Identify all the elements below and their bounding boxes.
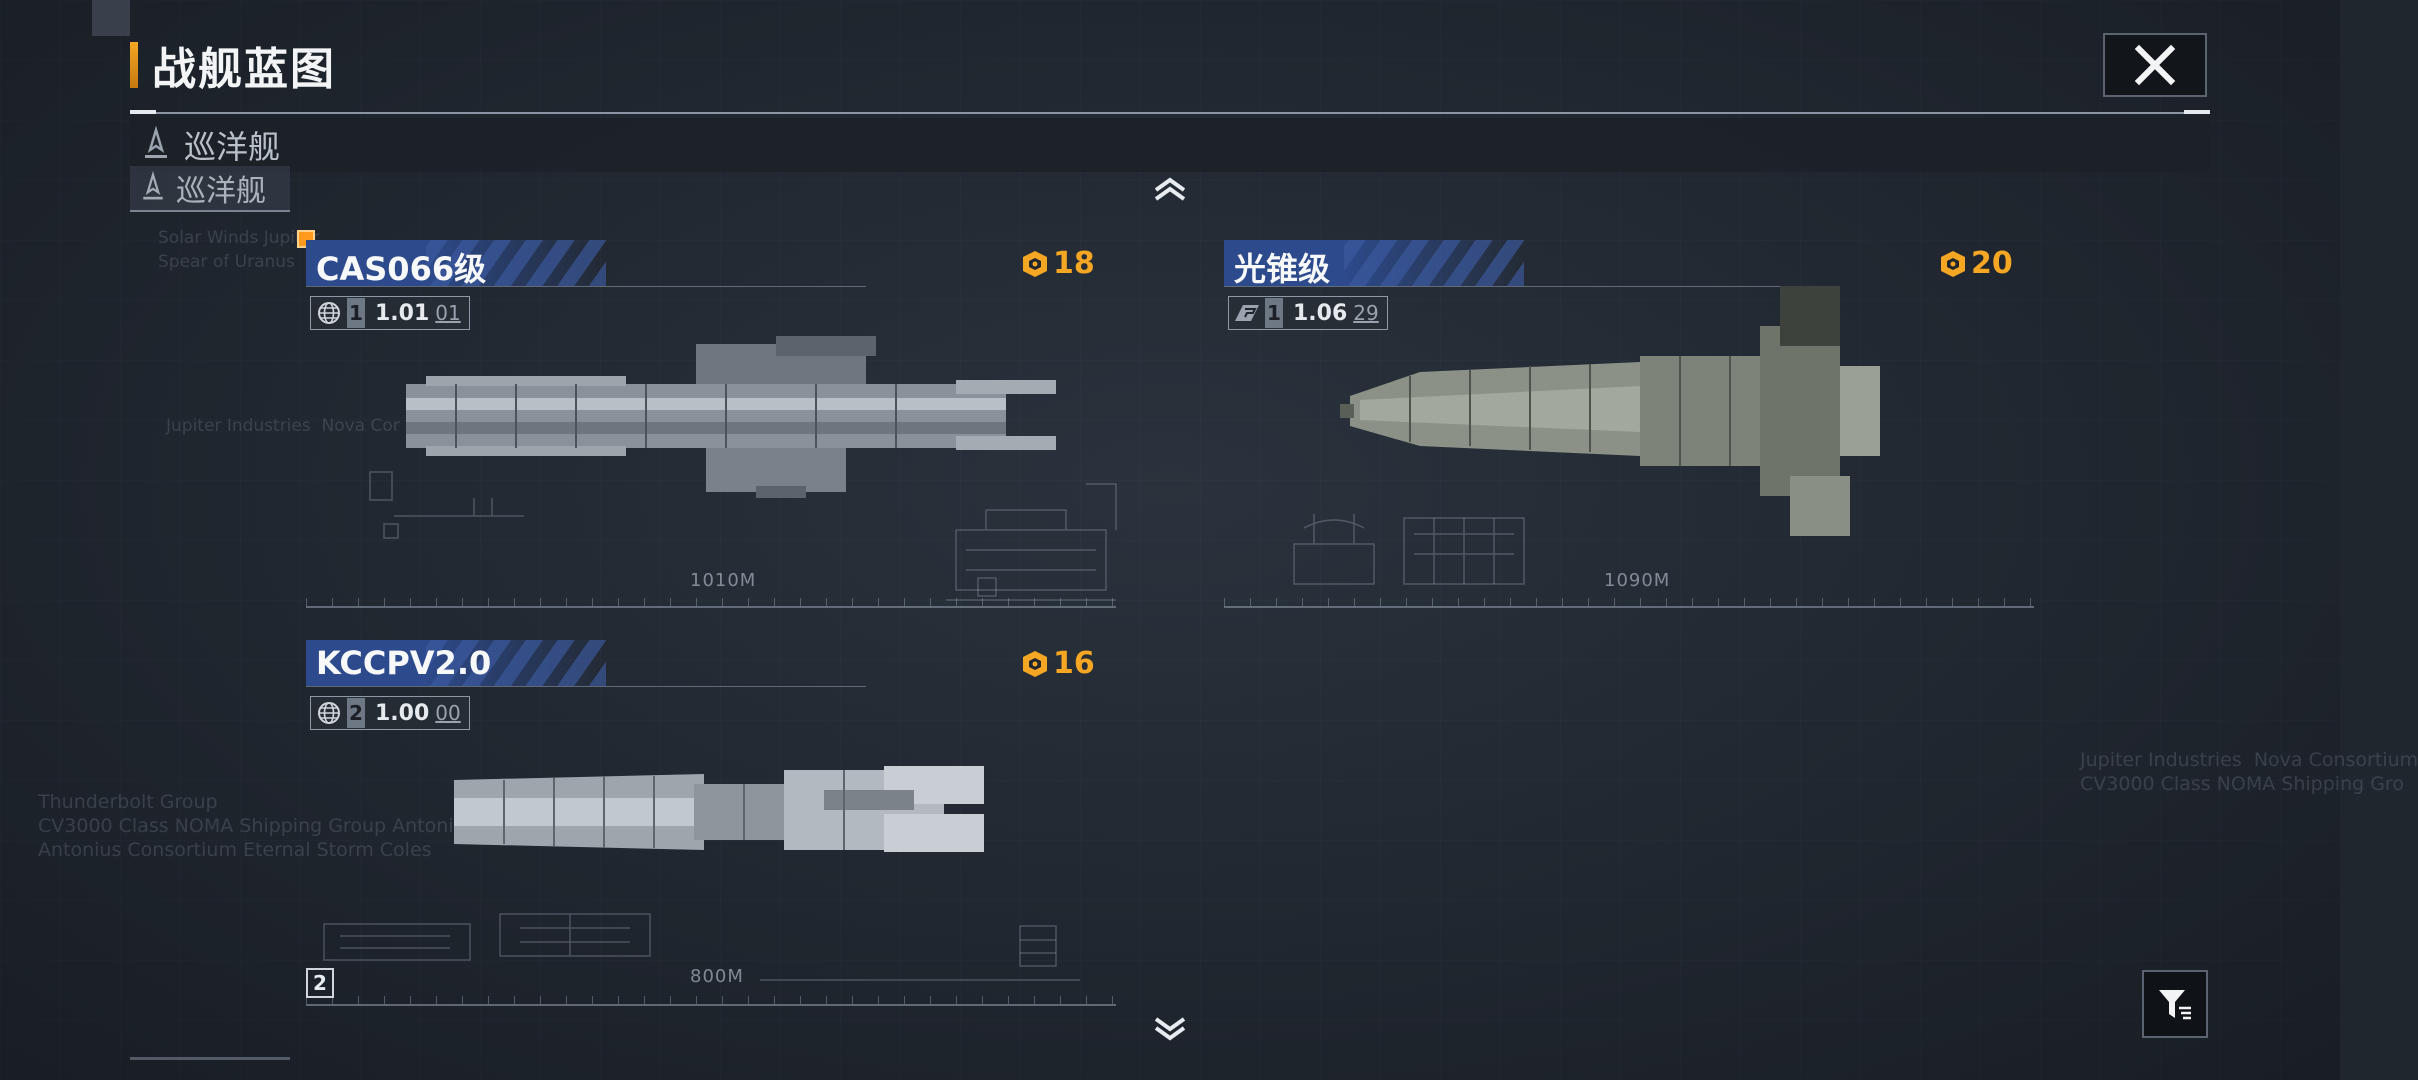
ship-tier: 2: [347, 698, 365, 728]
name-underline: [306, 686, 866, 687]
ship-version: 1.01: [375, 300, 430, 326]
cruiser-icon: [143, 170, 163, 200]
category-option-label: 巡洋舰: [176, 174, 266, 209]
name-underline: [306, 286, 866, 287]
ship-cost-value: 16: [1053, 646, 1095, 681]
ship-card-kccpv2[interactable]: KCCPV2.0 2 1.00 00 16 800M: [306, 640, 1116, 1010]
category-dropdown[interactable]: 巡洋舰: [130, 118, 2210, 172]
bg-text-left-low: Thunderbolt Group CV3000 Class NOMA Ship…: [38, 791, 548, 861]
globe-icon: [311, 298, 347, 328]
blueprint-detail-left: [369, 471, 524, 539]
ship-length: 1010M: [690, 570, 757, 591]
ship-cost-value: 20: [1971, 246, 2013, 281]
scroll-up-arrow-icon[interactable]: [1152, 176, 1188, 202]
ship-name-tag: [1224, 240, 1524, 286]
globe-icon: [311, 698, 347, 728]
scroll-down-arrow-icon[interactable]: [1152, 1016, 1188, 1042]
ship-cost-value: 18: [1053, 246, 1095, 281]
blueprint-detail-left: [1293, 514, 1525, 585]
ship-name: 光锥级: [1234, 250, 1331, 288]
command-points-icon: [1023, 650, 1047, 677]
ship-version: 1.06: [1293, 300, 1348, 326]
ship-name: KCCPV2.0: [316, 644, 492, 682]
bg-text-left-mid: Jupiter Industries Nova Cor: [166, 416, 400, 436]
command-points-icon: [1023, 250, 1047, 277]
close-button[interactable]: [2103, 33, 2207, 97]
ship-cost: 20: [1938, 246, 2013, 281]
command-points-icon: [1941, 250, 1965, 277]
bottom-divider: [130, 1057, 290, 1060]
ship-length: 1090M: [1604, 570, 1671, 591]
ship-length: 800M: [690, 966, 744, 987]
ship-name-tag: [306, 240, 606, 286]
corner-decoration: [92, 0, 130, 36]
ship-stat-box: 1 1.06 29: [1228, 296, 1388, 330]
bg-text-right-low: Jupiter Industries Nova Consortium CV300…: [2080, 749, 2418, 795]
ship-name: CAS066级: [316, 250, 487, 288]
ship-sub-version: 00: [435, 701, 461, 725]
ship-cost: 16: [1020, 646, 1095, 681]
ship-tier: 1: [347, 298, 365, 328]
ship-name-tag: [306, 640, 606, 686]
ship-sub-version: 29: [1353, 301, 1379, 325]
length-ruler: [306, 592, 1116, 608]
ship-stat-box: 1 1.01 01: [310, 296, 470, 330]
ship-stat-box: 2 1.00 00: [310, 696, 470, 730]
bg-text-left-block: Solar Winds Jupiter Spear of Uranus: [158, 228, 320, 272]
ship-tier: 1: [1265, 298, 1283, 328]
ship-illustration: [406, 336, 1056, 498]
ship-card-cas066[interactable]: CAS066级 1 1.01 01 18: [306, 240, 1117, 620]
nt-logo-icon: [1229, 298, 1265, 328]
filter-icon: [2159, 990, 2191, 1020]
page-title: 战舰蓝图: [152, 44, 336, 95]
blueprint-detail-right: [946, 483, 1117, 601]
category-option[interactable]: 巡洋舰: [130, 166, 290, 212]
length-ruler: [1224, 592, 2034, 608]
ship-card-guangzhui[interactable]: 光锥级 1 1.06 29 20 1090M: [1224, 240, 2034, 620]
page-number-badge: 2: [306, 968, 334, 998]
length-ruler: [306, 990, 1116, 1006]
header-divider: [130, 110, 2210, 114]
ship-illustration: [454, 766, 984, 852]
title-accent-bar: [130, 42, 138, 88]
close-x-icon: [2134, 44, 2176, 86]
category-label: 巡洋舰: [184, 128, 281, 166]
filter-button[interactable]: [2142, 970, 2208, 1038]
ship-version: 1.00: [375, 700, 430, 726]
name-underline: [1224, 286, 1784, 287]
ship-illustration: [1340, 286, 1880, 536]
blueprint-detail: [323, 913, 1080, 981]
page-header: 战舰蓝图: [130, 38, 336, 95]
ship-cost: 18: [1020, 246, 1095, 281]
cruiser-icon: [145, 125, 167, 158]
ship-sub-version: 01: [435, 301, 461, 325]
